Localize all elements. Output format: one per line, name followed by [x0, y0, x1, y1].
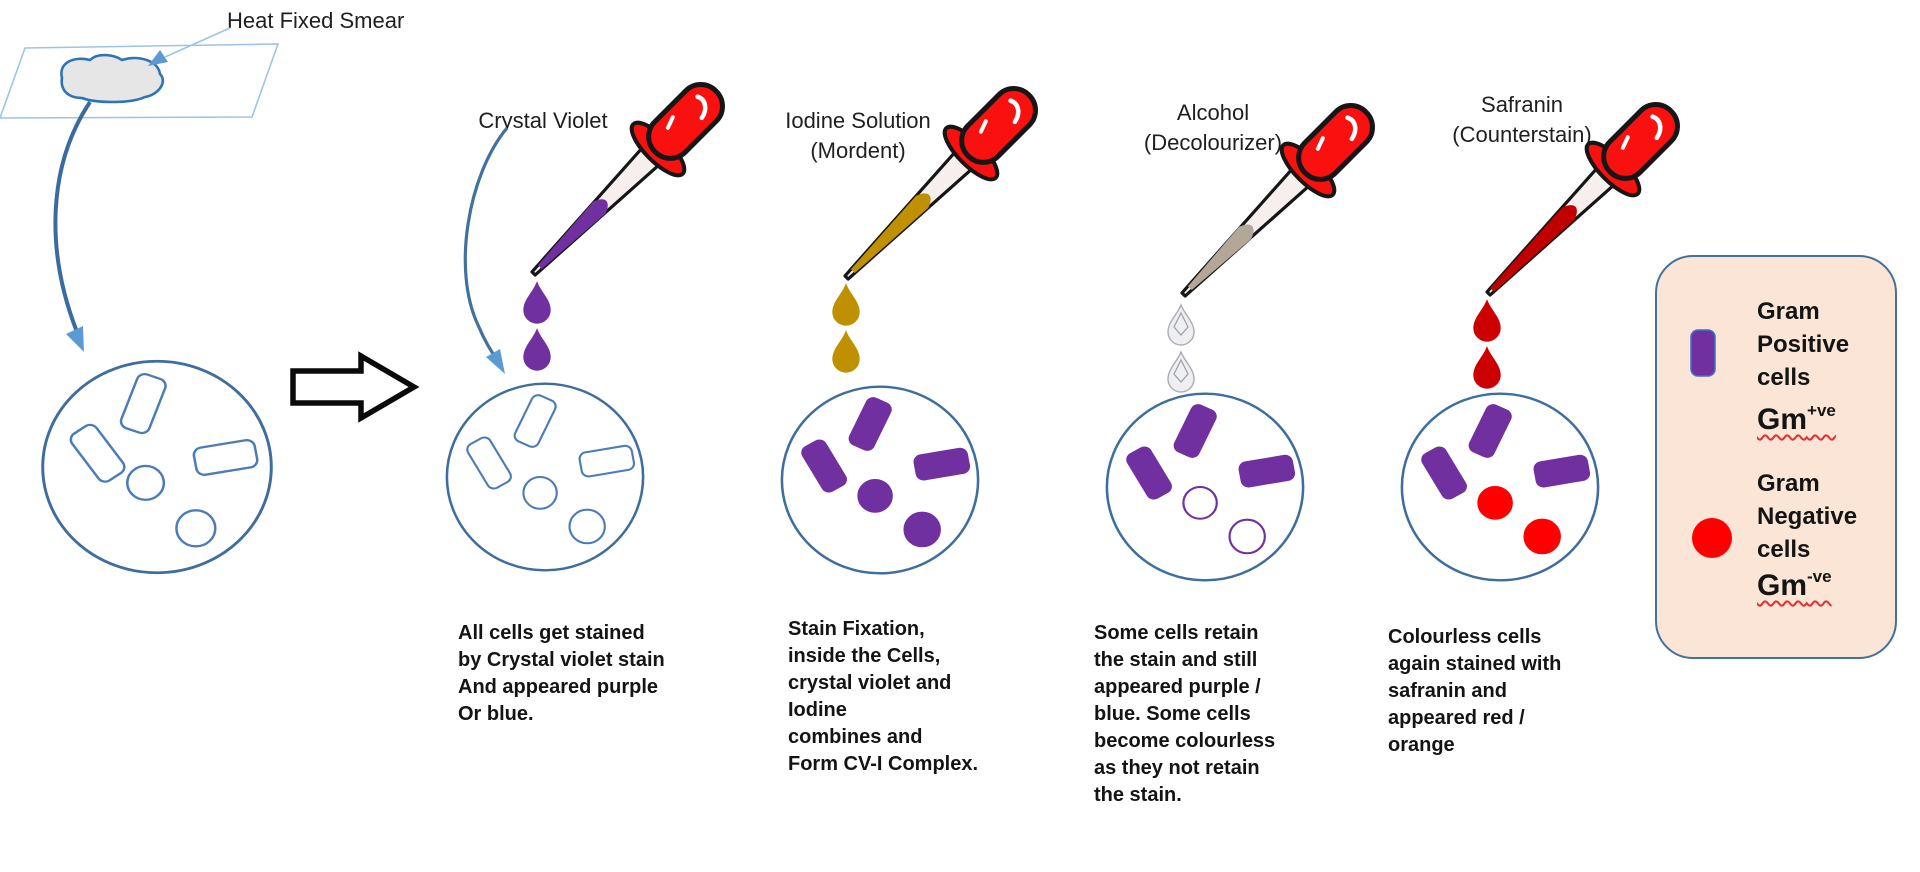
rod-cell [1238, 454, 1296, 488]
droplet-facet [838, 338, 854, 363]
dish-iodine [780, 385, 980, 575]
dropper-bulb [646, 82, 725, 161]
slide-and-flow-arrow-graphic [0, 27, 280, 352]
bulb-highlight [695, 94, 708, 121]
flow-arrowhead-icon [486, 349, 505, 374]
dropper-alcohol-icon [1180, 103, 1375, 298]
flow-arrowhead-icon [66, 326, 84, 352]
rod-cell [848, 397, 892, 451]
coccus-cell [126, 464, 166, 501]
step-caption-iodine: Stain Fixation, inside the Cells, crysta… [788, 618, 979, 775]
rod-cell [466, 436, 512, 490]
rod-cell [1173, 404, 1217, 458]
droplet [523, 328, 551, 371]
gram-positive-swatch [1690, 329, 1716, 377]
dropper-liquid [1490, 205, 1577, 292]
rod-cell [578, 444, 636, 478]
rod-cell [913, 447, 971, 481]
droplet [832, 283, 860, 326]
droplet-facet [838, 291, 854, 316]
rod-cell [192, 439, 259, 476]
dropper-bulb [1296, 103, 1375, 182]
droplets [1473, 299, 1501, 389]
gram-positive-label: Gram Positive cells [1757, 298, 1850, 391]
smear-pointer-line [164, 27, 231, 58]
gram-negative-symbol: Gm-ve [1757, 567, 1832, 602]
rod-cell [119, 372, 167, 435]
rod-cell [69, 423, 126, 483]
step-label-crystal-violet: Crystal Violet [478, 108, 608, 133]
rod-cell [1421, 446, 1467, 500]
bulb-highlight [1650, 114, 1663, 141]
dish-alcohol [1105, 392, 1305, 582]
dropper-safranin-icon [1485, 102, 1680, 297]
rod-cell [801, 439, 847, 493]
flow-arrow-smear-to-dish [53, 100, 92, 333]
gram-negative-swatch [1692, 518, 1732, 558]
dish-crystal-violet [445, 382, 645, 572]
droplet [1473, 299, 1501, 342]
droplet-facet [529, 336, 545, 361]
step-label-safranin: Safranin (Counterstain) [1452, 92, 1592, 147]
coccus-cell [857, 478, 893, 513]
droplet-facet [529, 289, 545, 314]
dropper-bulb [959, 86, 1038, 165]
coccus-cell [522, 475, 558, 510]
step-caption-safranin: Colourless cells again stained with safr… [1388, 626, 1562, 756]
flow-arrow-label-to-dish [463, 126, 509, 374]
coccus-cell [568, 508, 606, 545]
droplet [1167, 350, 1195, 393]
step-caption-crystal-violet: All cells get stained by Crystal violet … [458, 622, 665, 725]
step-label-iodine: Iodine Solution (Mordent) [785, 108, 931, 163]
dropper-bulb [1601, 102, 1680, 181]
coccus-cell [1182, 485, 1218, 520]
droplet-facet [1173, 358, 1189, 383]
bulb-highlight [1008, 98, 1021, 125]
coccus-cell [1228, 518, 1266, 555]
droplet [832, 330, 860, 373]
step-label-alcohol: Alcohol (Decolourizer) [1143, 100, 1283, 155]
gram-negative-label: Gram Negative cells [1757, 470, 1858, 563]
gram-positive-symbol: Gm+ve [1757, 401, 1836, 436]
initial-dish [41, 359, 273, 575]
coccus-cell [1477, 485, 1513, 520]
rod-cell [1468, 404, 1512, 458]
droplets [1167, 303, 1195, 393]
dropper-liquid [1187, 224, 1254, 291]
droplet-facet [1479, 307, 1495, 332]
step-caption-alcohol: Some cells retain the stain and still ap… [1094, 622, 1276, 806]
coccus-cell [903, 511, 941, 548]
legend-box: Gram Positive cells Gm+ve Gram Negative … [1655, 255, 1897, 659]
process-arrow-icon [290, 351, 420, 423]
droplet [523, 281, 551, 324]
droplet [1473, 346, 1501, 389]
bulb-highlight [1345, 115, 1358, 142]
droplets [832, 283, 860, 373]
dropper-crystal-violet-icon [530, 82, 725, 277]
smear-pointer-arrowhead-icon [148, 50, 168, 66]
dropper-liquid [850, 193, 931, 274]
dish-safranin [1400, 392, 1600, 582]
smear-blob [60, 53, 165, 104]
droplet-facet [1173, 311, 1189, 336]
heat-fixed-smear-label: Heat Fixed Smear [227, 8, 405, 33]
dropper-liquid [537, 199, 608, 270]
rod-cell [1126, 446, 1172, 500]
droplet [1167, 303, 1195, 346]
rod-cell [1533, 454, 1591, 488]
dropper-iodine-icon [843, 86, 1038, 281]
rod-cell [513, 394, 557, 448]
coccus-cell [175, 509, 217, 548]
coccus-cell [1523, 518, 1561, 555]
droplets [523, 281, 551, 371]
droplet-facet [1479, 354, 1495, 379]
